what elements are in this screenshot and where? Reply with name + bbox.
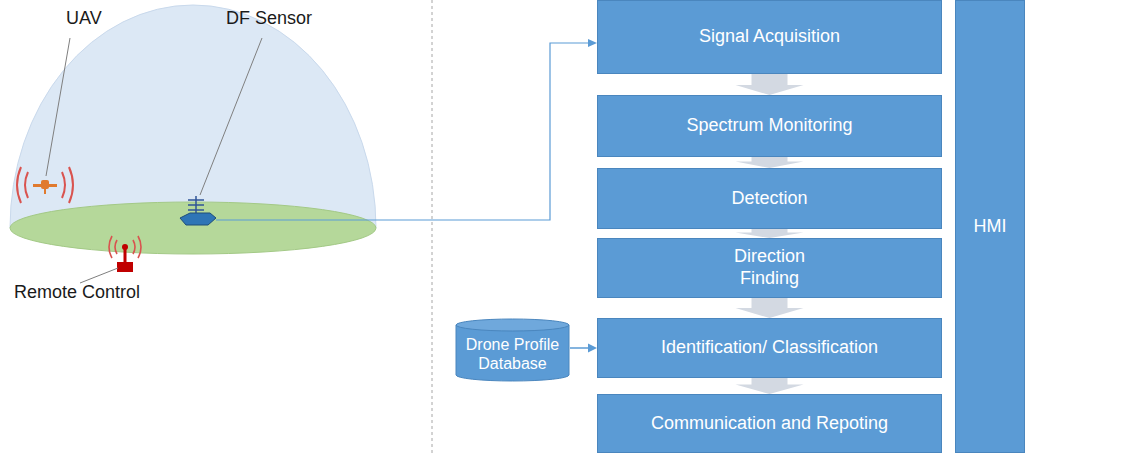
- node-text: HMI: [974, 216, 1007, 238]
- remote-control-icon: [109, 236, 141, 272]
- hmi-bar: HMI: [955, 0, 1025, 453]
- node-text: Drone Profile Database: [458, 335, 568, 373]
- ground-ellipse: [10, 202, 376, 254]
- divider-line: [432, 0, 433, 453]
- process-box: Communication and Repoting: [597, 394, 942, 453]
- process-box: Direction Finding: [597, 238, 942, 298]
- df-sensor-icon: [180, 196, 216, 225]
- flow-arrow: [736, 378, 804, 394]
- signal-link: [216, 43, 590, 220]
- flow-arrow: [736, 298, 804, 318]
- leader-line: [200, 38, 262, 195]
- process-box: Identification/ Classification: [597, 318, 942, 378]
- node-text: Signal Acquisition: [699, 26, 840, 48]
- arrow-head: [588, 39, 597, 47]
- part-label: Remote Control: [14, 282, 140, 303]
- data-arrow: [570, 344, 597, 353]
- leader-line: [46, 38, 70, 176]
- coverage-dome: [10, 5, 376, 228]
- uav-icon: [17, 167, 73, 203]
- process-box: Signal Acquisition: [597, 0, 942, 74]
- flow-arrow: [736, 229, 804, 238]
- process-box: Detection: [597, 168, 942, 229]
- node-text: Detection: [731, 188, 807, 210]
- node-text: Direction Finding: [710, 246, 830, 289]
- part-label: UAV: [66, 8, 102, 29]
- leader-line: [80, 268, 118, 283]
- flow-arrow: [736, 74, 804, 95]
- part-label: DF Sensor: [226, 8, 312, 29]
- node-text: Spectrum Monitoring: [686, 115, 852, 137]
- node-text: Communication and Repoting: [651, 413, 888, 435]
- process-box: Spectrum Monitoring: [597, 95, 942, 157]
- flow-arrow: [736, 157, 804, 168]
- database-cylinder: Drone Profile Database: [455, 318, 570, 382]
- node-text: Identification/ Classification: [661, 337, 878, 359]
